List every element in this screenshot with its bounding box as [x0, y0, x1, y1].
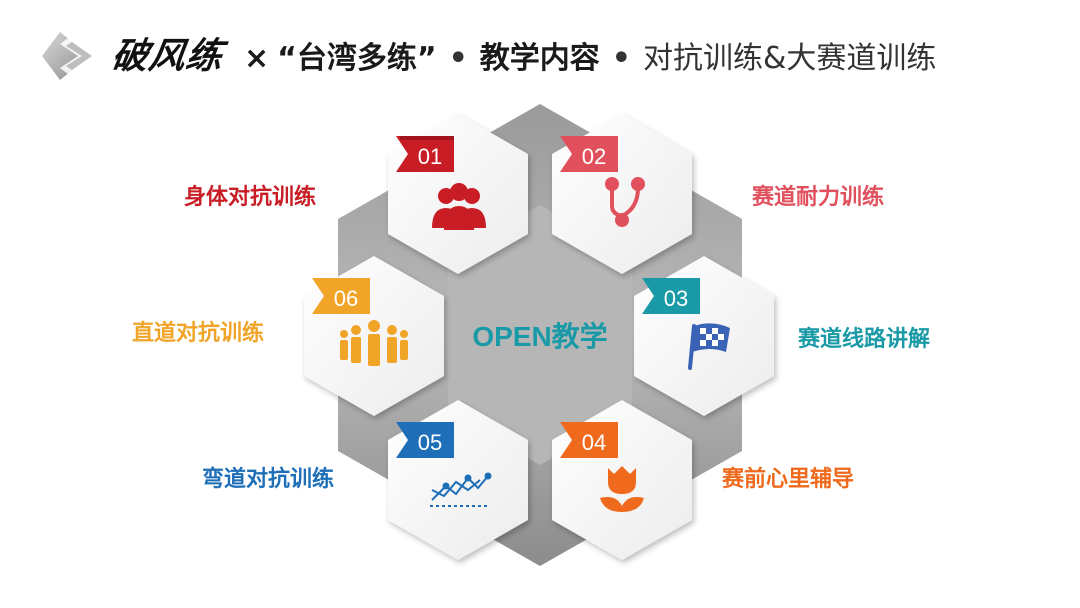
- tag-shape: [560, 136, 618, 172]
- center-label: OPEN教学: [472, 320, 607, 352]
- page-title: ×“台湾多练” • 教学内容 • 对抗训练&大赛道训练: [244, 39, 936, 79]
- label-03: 赛道线路讲解: [798, 327, 931, 352]
- title-quoted: “台湾多练”: [277, 41, 437, 76]
- number-tag-06: 06: [312, 278, 370, 314]
- label-05: 弯道对抗训练: [202, 467, 335, 492]
- crowd-icon: [340, 320, 408, 366]
- label-02: 赛道耐力训练: [752, 185, 885, 210]
- people-group-icon: [432, 183, 486, 230]
- title-times: ×: [244, 41, 270, 76]
- label-01: 身体对抗训练: [184, 185, 317, 210]
- title-part3: 对抗训练&大赛道训练: [642, 41, 937, 76]
- checkered-flag-icon: [688, 323, 730, 370]
- tag-number: 01: [418, 144, 442, 169]
- label-06: 直道对抗训练: [132, 321, 265, 346]
- tag-fold: [400, 136, 454, 140]
- route-fork-icon: [605, 177, 645, 227]
- title-separator: •: [448, 41, 468, 76]
- tag-number: 06: [334, 286, 358, 311]
- tag-shape: [312, 278, 370, 314]
- tag-number: 02: [582, 144, 606, 169]
- number-tag-01: 01: [396, 136, 454, 172]
- number-tag-05: 05: [396, 422, 454, 458]
- tag-shape: [396, 136, 454, 172]
- tag-number: 05: [418, 430, 442, 455]
- number-tag-02: 02: [560, 136, 618, 172]
- title-separator-2: •: [611, 41, 631, 76]
- diamond-logo-icon: [42, 32, 92, 80]
- center-hexagon: [448, 205, 632, 465]
- title-part2: 教学内容: [479, 41, 600, 76]
- tag-shape: [560, 422, 618, 458]
- flower-icon: [600, 466, 644, 512]
- line-chart-icon: [430, 472, 492, 507]
- label-04: 赛前心里辅导: [722, 467, 855, 492]
- tag-shape: [396, 422, 454, 458]
- tag-number: 04: [582, 430, 606, 455]
- tag-number: 03: [664, 286, 688, 311]
- title-bar: 破风练 ×“台湾多练”•教学内容•对抗训练&大赛道训练: [0, 22, 1080, 92]
- tag-shape: [642, 278, 700, 314]
- number-tag-03: 03: [642, 278, 700, 314]
- number-tag-04: 04: [560, 422, 618, 458]
